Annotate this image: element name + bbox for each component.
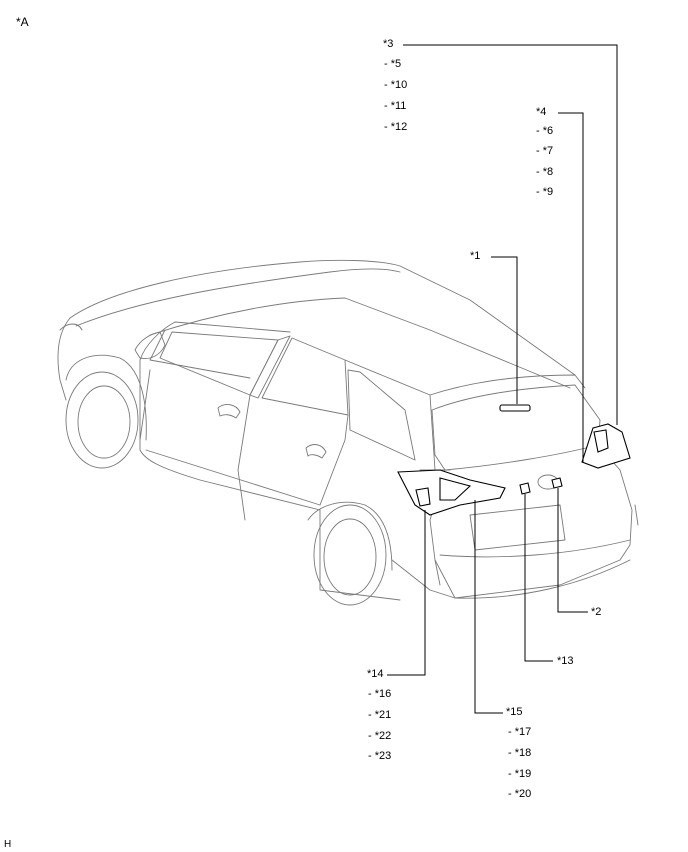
leader-lines bbox=[387, 44, 618, 714]
callout-14-sub-3: - *22 bbox=[368, 730, 392, 742]
callout-15-sub-3: - *19 bbox=[508, 768, 532, 780]
callout-4-sub-3: - *8 bbox=[536, 166, 554, 178]
callout-14: *14 bbox=[367, 668, 384, 680]
callout-4-sub-4: - *9 bbox=[536, 186, 554, 198]
callout-14-sub-2: - *21 bbox=[368, 709, 392, 721]
callout-15-sub-2: - *18 bbox=[508, 747, 532, 759]
car-outline bbox=[57, 259, 639, 606]
corner-code: H bbox=[4, 839, 12, 850]
callout-2: *2 bbox=[591, 606, 602, 618]
callout-14-sub-1: - *16 bbox=[368, 688, 392, 700]
high-mount-stop-lamp bbox=[499, 404, 531, 412]
callout-3: *3 bbox=[383, 38, 394, 50]
license-plate-lamp-right bbox=[551, 477, 563, 489]
callout-15: *15 bbox=[506, 706, 523, 718]
rear-combination-lamp-left bbox=[397, 469, 506, 516]
callout-4: *4 bbox=[536, 106, 547, 118]
callout-15-sub-1: - *17 bbox=[508, 726, 532, 738]
callout-14-sub-4: - *23 bbox=[368, 750, 392, 762]
callout-4-sub-1: - *6 bbox=[536, 125, 554, 137]
callout-3-sub-3: - *11 bbox=[384, 100, 407, 112]
callout-4-sub-2: - *7 bbox=[536, 145, 554, 157]
license-plate-lamp-left bbox=[519, 482, 531, 495]
callout-3-sub-1: - *5 bbox=[384, 58, 402, 70]
callout-3-sub-4: - *12 bbox=[384, 121, 408, 133]
callout-15-sub-4: - *20 bbox=[508, 788, 532, 800]
callout-13: *13 bbox=[557, 655, 574, 667]
rear-combination-lamp-right bbox=[581, 423, 631, 469]
view-label: *A bbox=[16, 15, 29, 29]
callout-1: *1 bbox=[470, 250, 481, 262]
callout-3-sub-2: - *10 bbox=[384, 79, 408, 91]
